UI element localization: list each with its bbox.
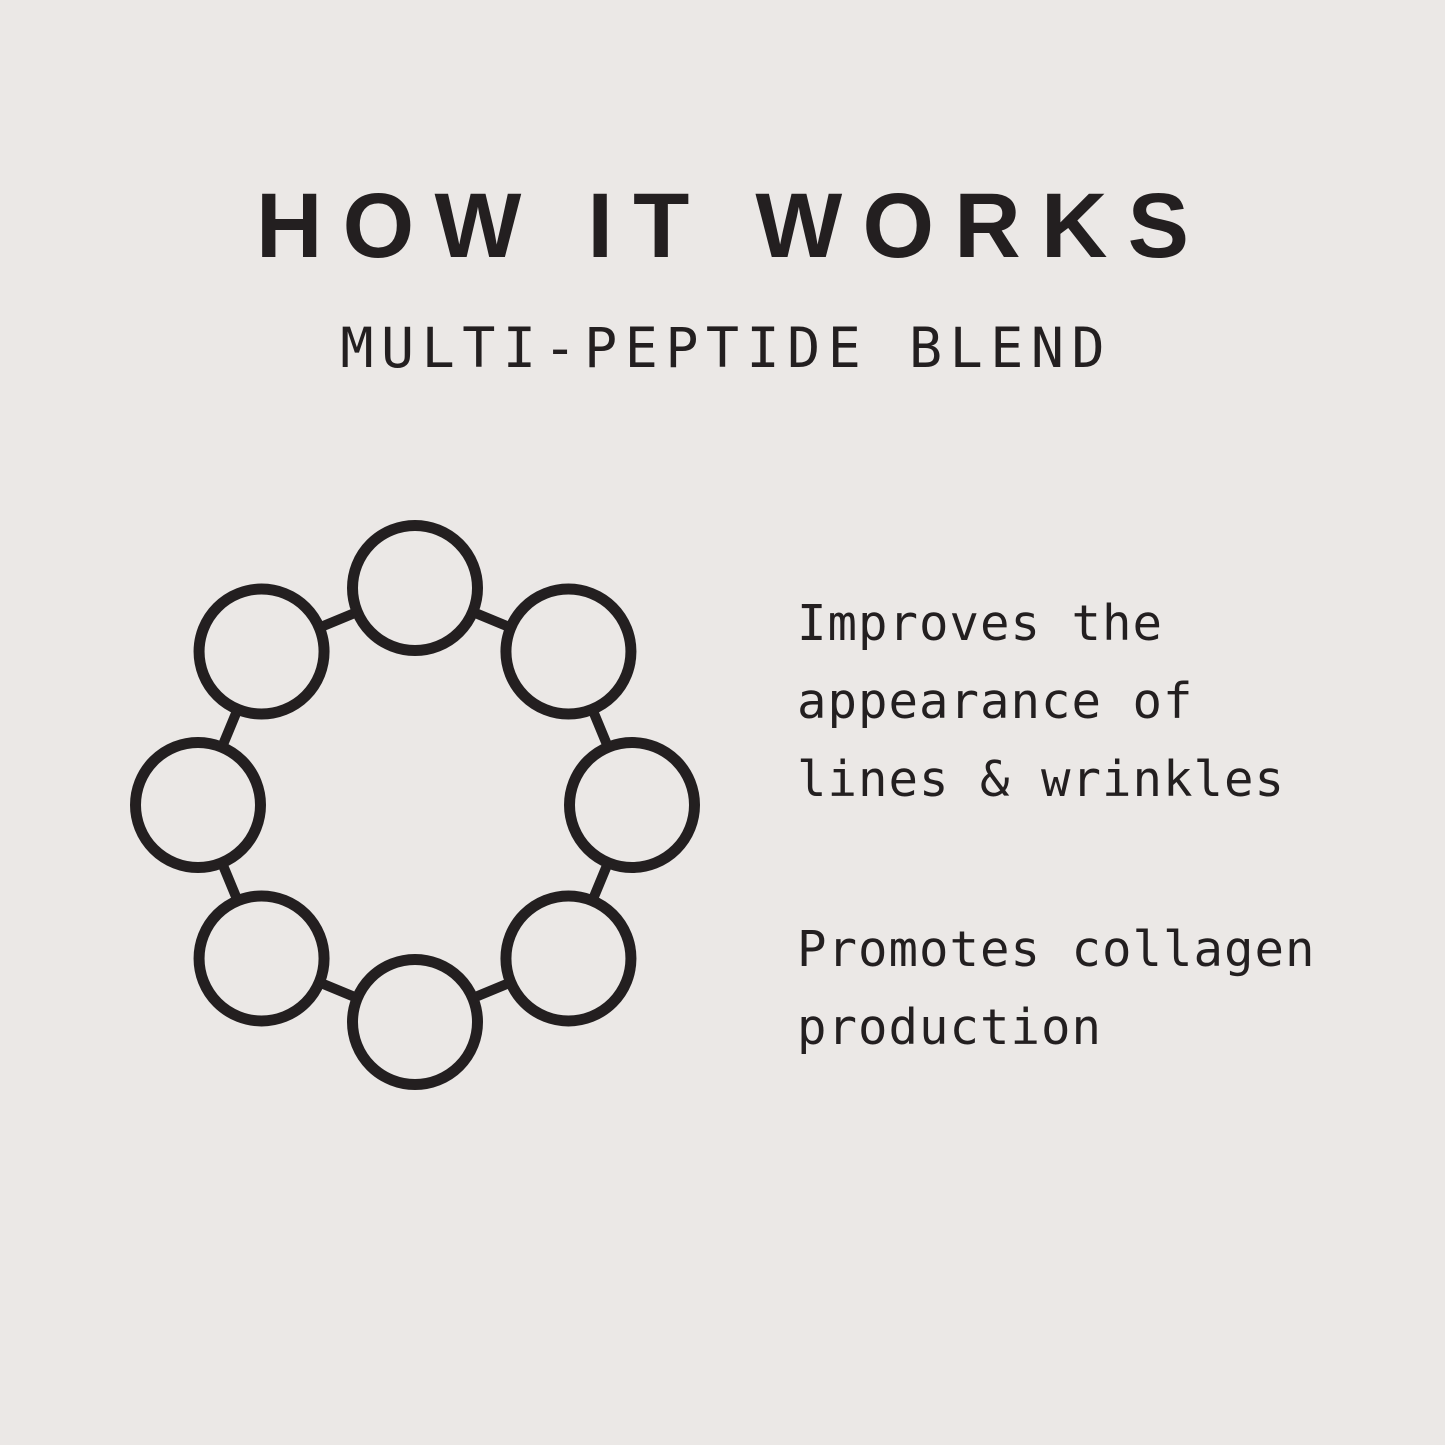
page-subtitle: MULTI-PEPTIDE BLEND [340, 316, 1113, 380]
page-title: HOW IT WORKS [256, 175, 1210, 277]
peptide-node [500, 890, 637, 1027]
peptide-node [193, 890, 330, 1027]
benefit-line: Improves the [797, 595, 1164, 652]
benefit-line: Promotes collagen [797, 921, 1316, 978]
benefit-line: appearance of [797, 673, 1194, 730]
peptide-node [193, 583, 330, 720]
peptide-node [130, 737, 266, 873]
peptide-node [564, 737, 700, 873]
benefit-text-wrinkles: Improves the appearance of lines & wrink… [797, 585, 1285, 819]
benefit-line: lines & wrinkles [797, 751, 1286, 808]
benefit-line: production [797, 999, 1103, 1056]
peptide-node [347, 520, 483, 656]
peptide-node [500, 583, 637, 720]
benefit-text-collagen: Promotes collagen production [797, 911, 1316, 1067]
peptide-node [347, 954, 483, 1090]
